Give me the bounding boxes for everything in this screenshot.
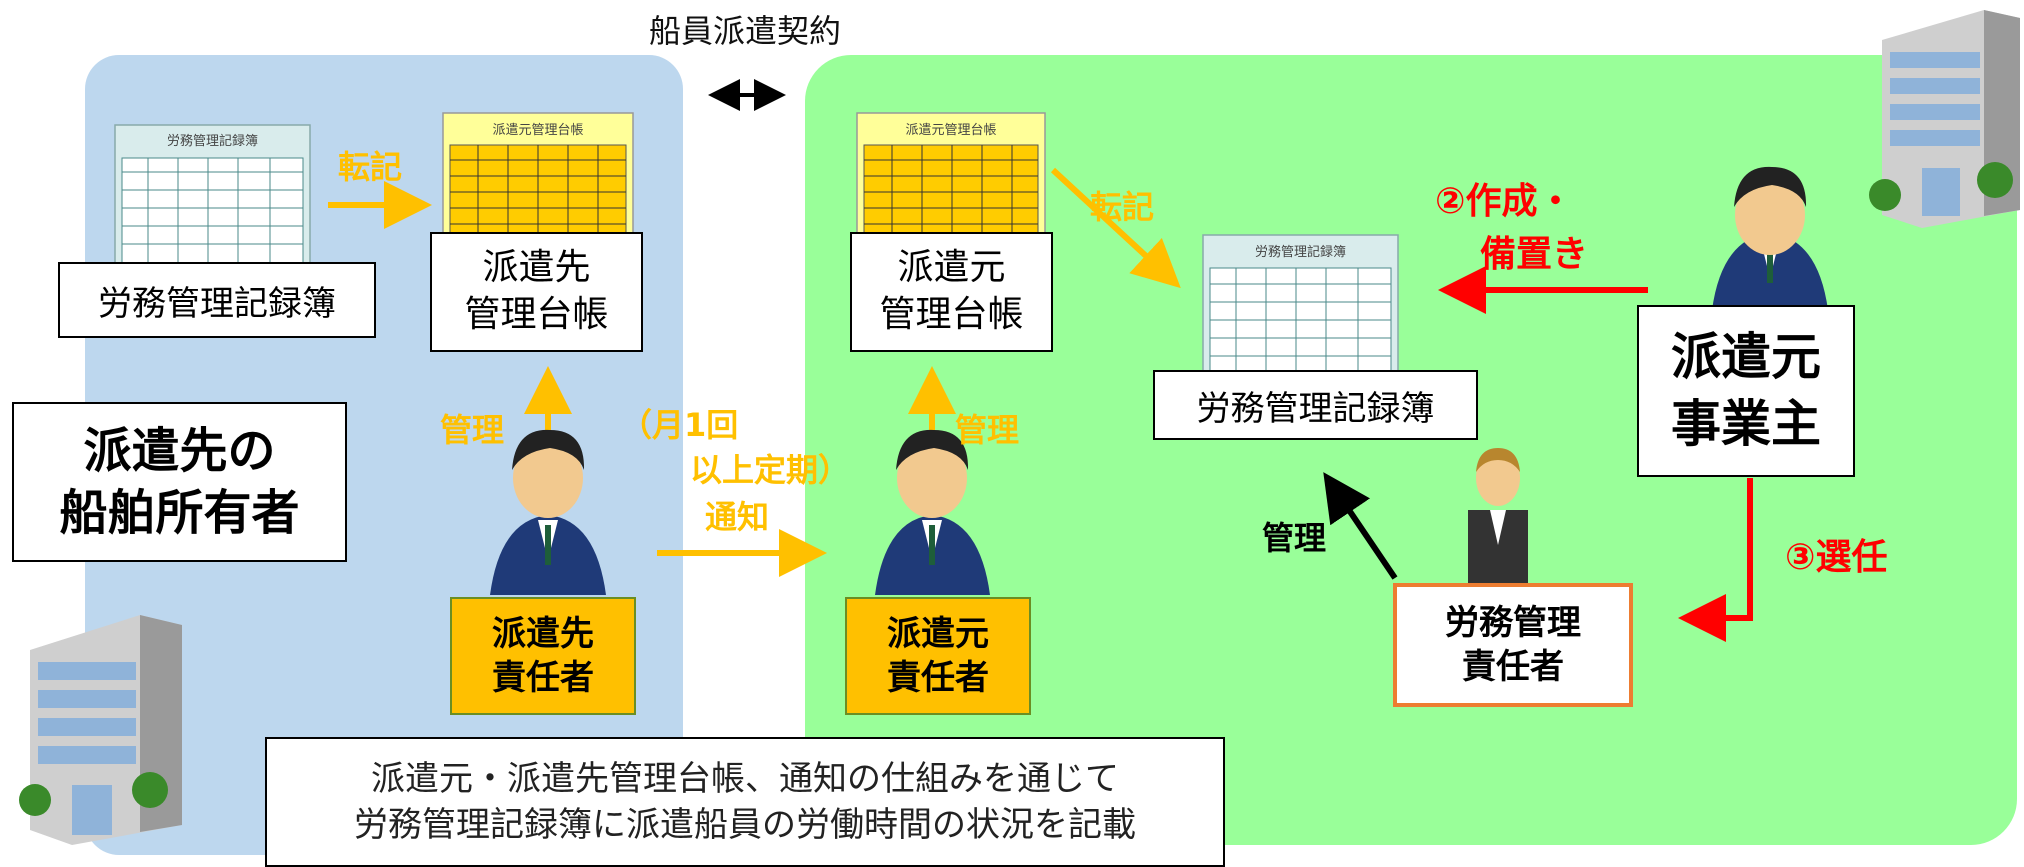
employer-person-icon — [1712, 166, 1828, 310]
destination-manager-box: 派遣先 責任者 — [450, 597, 636, 715]
right-transfer-arrow — [1050, 167, 1181, 289]
right-ledger-sheet-icon — [856, 112, 1046, 254]
source-manager-box: 派遣元 責任者 — [845, 597, 1031, 715]
black-manage-label: 管理 — [1262, 519, 1327, 557]
right-record-label: 労務管理記録簿 — [1153, 370, 1478, 440]
left-manage-label: 管理 — [440, 411, 505, 449]
left-record-label: 労務管理記録簿 — [58, 262, 376, 338]
contract-title: 船員派遣契約 — [648, 12, 841, 50]
right-manage-label: 管理 — [955, 411, 1020, 449]
left-record-sheet-title: 労務管理記録簿 — [166, 134, 258, 149]
left-ledger-sheet-icon — [442, 112, 634, 254]
notice-line2: 以上定期） — [690, 451, 851, 489]
left-ledger-label: 派遣先 管理台帳 — [430, 232, 643, 352]
destination-owner-box: 派遣先の 船舶所有者 — [12, 402, 347, 562]
create-label-line2: 備置き — [1480, 234, 1589, 275]
select-arrow — [1678, 478, 1753, 642]
left-record-sheet-icon — [114, 124, 311, 271]
right-record-sheet-title: 労務管理記録簿 — [1254, 245, 1346, 260]
note-line1: 派遣元・派遣先管理台帳、通知の仕組みを通じて — [371, 759, 1119, 799]
right-ledger-sheet-title: 派遣元管理台帳 — [905, 123, 997, 138]
notice-line3: 通知 — [705, 498, 770, 536]
black-manage-arrow — [1323, 472, 1398, 580]
building-right-icon — [1869, 10, 2020, 228]
select-label: ③選任 — [1785, 537, 1888, 578]
labor-manager-person-icon — [1468, 448, 1528, 602]
left-transfer-label: 転記 — [338, 148, 403, 186]
source-manager-person-icon — [875, 429, 990, 595]
building-left-icon — [19, 615, 182, 845]
right-transfer-label: 転記 — [1090, 188, 1155, 226]
labor-manager-box: 労務管理 責任者 — [1393, 583, 1633, 707]
right-ledger-label: 派遣元 管理台帳 — [850, 232, 1053, 352]
destination-manager-person-icon — [490, 429, 606, 595]
notice-line1: （月1回 — [620, 406, 739, 444]
employer-box: 派遣元 事業主 — [1637, 305, 1855, 477]
create-label-line1: ②作成・ — [1435, 181, 1574, 222]
note-line2: 労務管理記録簿に派遣船員の労働時間の状況を記載 — [354, 804, 1136, 845]
left-ledger-sheet-title: 派遣元管理台帳 — [492, 123, 584, 138]
explanation-note: 派遣元・派遣先管理台帳、通知の仕組みを通じて 労務管理記録簿に派遣船員の労働時間… — [265, 737, 1225, 867]
